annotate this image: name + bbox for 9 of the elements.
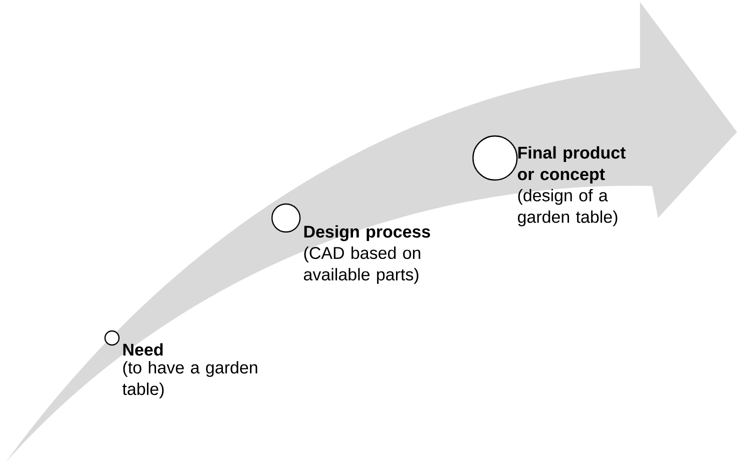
stage-circle [271, 203, 301, 233]
stage-description: (CAD based on available parts) [304, 246, 420, 284]
stage-heading: Final product or concept [518, 146, 626, 184]
stage-heading: Need [123, 343, 163, 356]
stage-circle [472, 135, 518, 181]
stage-description: (to have a garden table) [122, 361, 258, 398]
stage-heading: Design process [304, 225, 430, 242]
stage-description: (design of a garden table) [518, 188, 618, 226]
stage-circle [104, 330, 120, 346]
